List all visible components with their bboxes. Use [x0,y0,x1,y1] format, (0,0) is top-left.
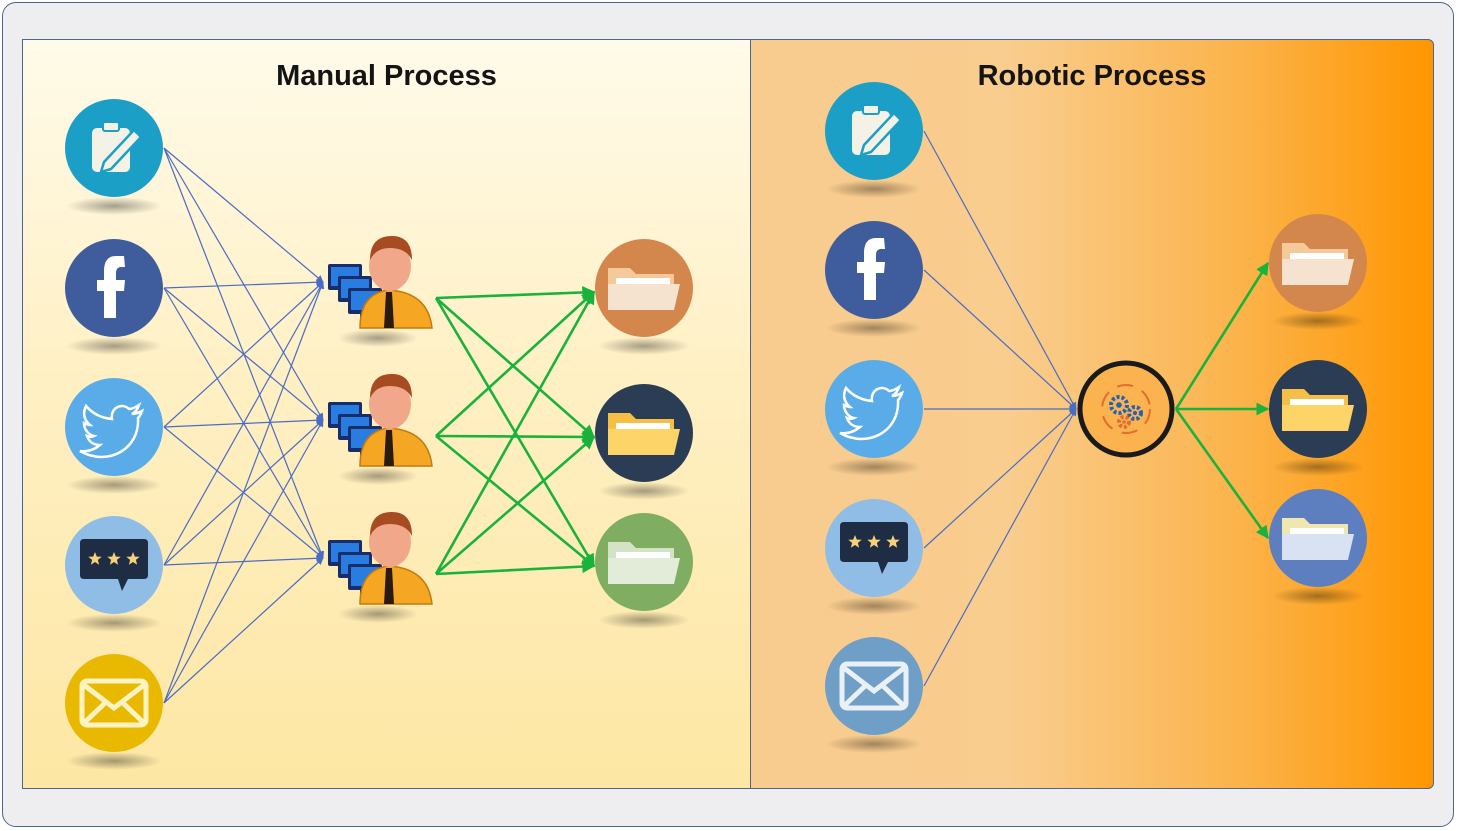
input-connector [163,278,324,289]
folder-icon [1269,489,1367,587]
form-icon [65,99,163,197]
folder-icon [595,239,693,337]
input-connector [163,281,324,428]
output-arrow [435,436,595,575]
input-connector [923,269,1077,410]
output-arrow [1174,408,1270,540]
form-icon [825,82,923,180]
input-connector [163,281,325,704]
input-connector [923,408,1077,687]
email-icon [825,637,923,735]
input-connector [923,408,1077,549]
output-arrow [435,434,596,568]
icon-shadow [1272,458,1364,476]
facebook-icon [825,221,923,319]
input-connector [163,419,324,704]
output-arrow [435,560,596,576]
worker-icon [328,512,433,605]
icon-shadow [826,180,922,198]
icon-shadow [66,337,162,355]
email-icon [65,654,163,752]
icon-shadow [66,614,162,632]
icon-shadow [826,735,922,753]
icon-shadow [338,329,418,347]
output-arrow [435,297,595,438]
automation-gears-icon [1077,360,1175,458]
folder-icon [595,384,693,482]
manual-process-title: Manual Process [276,60,497,92]
icon-shadow [338,467,418,485]
input-connector [923,130,1077,410]
folder-icon [1269,360,1367,458]
output-arrow [1174,261,1270,410]
icon-shadow [1272,312,1364,330]
icon-shadow [338,605,418,623]
input-connector [163,147,324,421]
output-arrow [435,430,596,444]
icon-shadow [826,458,922,476]
facebook-icon [65,239,163,337]
icon-shadow [66,197,162,215]
worker-icon [328,236,433,329]
input-connector [163,147,325,559]
worker-icon [328,374,433,467]
output-arrow [435,285,596,300]
folder-icon [595,513,693,611]
icon-shadow [66,752,162,770]
input-connector [163,557,324,704]
review-icon [65,516,163,614]
robotic-process-title: Robotic Process [977,60,1207,92]
icon-shadow [598,482,690,500]
input-connector [163,147,324,283]
output-arrow [435,291,595,437]
review-icon [825,499,923,597]
folder-icon [1269,214,1367,312]
output-arrow [434,290,596,575]
icon-shadow [598,337,690,355]
icon-shadow [826,597,922,615]
icon-shadow [826,319,922,337]
icon-shadow [66,476,162,494]
twitter-icon [825,360,923,458]
twitter-icon [65,378,163,476]
icon-shadow [598,611,690,629]
input-connector [163,281,324,566]
icon-shadow [1272,587,1364,605]
